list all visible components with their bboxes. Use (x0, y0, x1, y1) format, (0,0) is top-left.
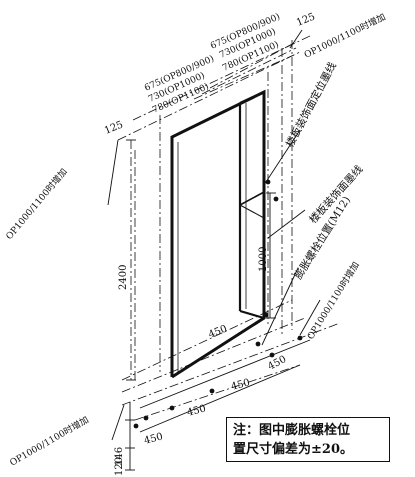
bolt-marker (263, 312, 269, 318)
note-bottom-right: OP1000/1100时增加 (304, 260, 361, 342)
construction-lines (117, 34, 341, 421)
note-line-1: 注：图中膨胀螺栓位 (233, 423, 351, 438)
bolt-marker (269, 352, 275, 358)
door-frame (170, 89, 266, 379)
note-bottom-left: OP1000/1100时增加 (8, 414, 91, 469)
leader-top-right (289, 29, 303, 49)
leader-top-left (107, 139, 119, 206)
leader-bottom-right (299, 299, 321, 336)
dim-120: 120 (114, 457, 125, 476)
frame-inner-bottom (239, 309, 265, 320)
bolt-marker (209, 388, 215, 394)
bolt-marker (143, 415, 149, 421)
bolt-marker (255, 341, 261, 347)
leader-bottom-left (111, 404, 125, 441)
dim-450-a: 450 (143, 431, 164, 447)
dim-125-top-right: 125 (295, 11, 317, 28)
dim-125-top-left: 125 (103, 119, 125, 136)
dim-1000: 1000 (258, 247, 269, 272)
bolt-marker (297, 335, 303, 341)
bolt-marker (273, 196, 279, 202)
dim-450-e: 450 (207, 323, 229, 340)
dim-450-b: 450 (186, 403, 207, 419)
bolt-markers (133, 179, 303, 429)
floor-finish-bracket (239, 190, 265, 210)
note-line-2: 置尺寸偏差为±20。 (233, 442, 353, 457)
dimension-lines (107, 29, 321, 471)
leader-positioning-line (263, 129, 301, 186)
leader-bolt (261, 267, 299, 346)
label-floor-positioning-line: 楼板装饰面定位墨线 (283, 59, 339, 149)
dim-146: 146 (114, 447, 125, 466)
leader-finish-line (267, 209, 306, 239)
note-box: 注：图中膨胀螺栓位 置尺寸偏差为±20。 (226, 417, 390, 462)
dim-2400: 2400 (118, 265, 129, 290)
dim-450-c: 450 (230, 377, 251, 393)
bolt-marker (133, 423, 139, 429)
note-left: OP1000/1100时增加 (3, 166, 70, 242)
bolt-marker (169, 405, 175, 411)
bolt-marker (265, 179, 271, 185)
diagram-labels: 125 OP1000/1100时增加 125 OP1000/1100时增加 67… (3, 11, 387, 476)
